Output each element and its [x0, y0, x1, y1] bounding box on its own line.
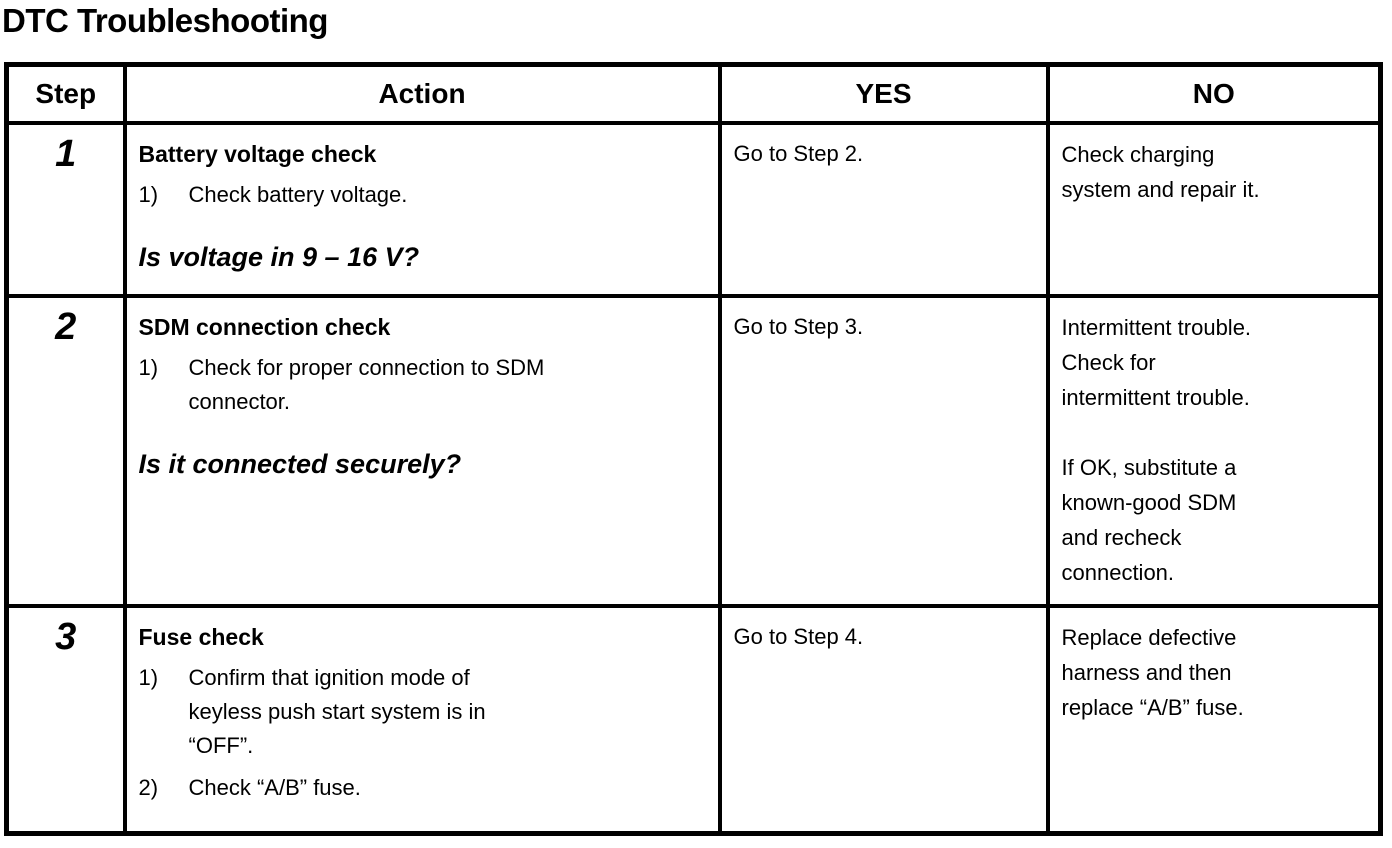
no-text: Intermittent trouble. Check for intermit… — [1061, 314, 1252, 410]
action-item-text: Check battery voltage. — [188, 181, 408, 207]
column-header-action: Action — [122, 62, 722, 125]
action-item: 1) Confirm that ignition mode of keyless… — [139, 661, 706, 763]
action-item-number: 1) — [138, 664, 159, 690]
table-row-step-2: 2 SDM connection check 1) Check for prop… — [4, 293, 1383, 608]
table-row-step-1: 1 Battery voltage check 1) Check battery… — [4, 120, 1383, 298]
action-cell: Battery voltage check 1) Check battery v… — [122, 120, 722, 298]
action-item-number: 2) — [138, 774, 159, 800]
no-text: Replace defective harness and then repla… — [1061, 624, 1244, 720]
action-cell: Fuse check 1) Confirm that ignition mode… — [122, 603, 722, 836]
no-cell: Replace defective harness and then repla… — [1045, 603, 1383, 836]
action-title: Battery voltage check — [138, 140, 377, 167]
dtc-troubleshooting-table: Step Action YES NO 1 Battery voltage che… — [4, 62, 1383, 836]
action-title: SDM connection check — [138, 313, 391, 340]
table-row-step-3: 3 Fuse check 1) Confirm that ignition mo… — [4, 603, 1383, 836]
no-text: Check charging system and repair it. — [1061, 141, 1260, 202]
table-header-row: Step Action YES NO — [4, 62, 1383, 125]
no-cell: Intermittent trouble. Check for intermit… — [1045, 293, 1383, 608]
column-header-yes: YES — [717, 62, 1050, 125]
yes-cell: Go to Step 4. — [717, 603, 1050, 836]
yes-cell: Go to Step 3. — [717, 293, 1050, 608]
column-header-no: NO — [1045, 62, 1383, 125]
no-text: If OK, substitute a known-good SDM and r… — [1061, 454, 1237, 585]
action-cell: SDM connection check 1) Check for proper… — [122, 293, 722, 608]
action-item-text: Check for proper connection to SDM conne… — [188, 354, 545, 414]
yes-cell: Go to Step 2. — [717, 120, 1050, 298]
step-number: 3 — [4, 603, 127, 836]
step-number: 2 — [4, 293, 127, 608]
yes-text: Go to Step 3. — [733, 313, 864, 339]
yes-text: Go to Step 4. — [733, 623, 864, 649]
step-number: 1 — [4, 120, 127, 298]
no-cell: Check charging system and repair it. — [1045, 120, 1383, 298]
action-item: 2) Check “A/B” fuse. — [139, 771, 706, 805]
page-title: DTC Troubleshooting — [2, 2, 328, 39]
yes-text: Go to Step 2. — [733, 140, 864, 166]
action-question: Is it connected securely? — [138, 448, 462, 479]
action-item-text: Confirm that ignition mode of keyless pu… — [188, 664, 486, 758]
action-item-number: 1) — [138, 354, 159, 380]
column-header-step: Step — [4, 62, 127, 125]
action-item-text: Check “A/B” fuse. — [188, 774, 361, 800]
action-item: 1) Check for proper connection to SDM co… — [139, 351, 706, 419]
action-item: 1) Check battery voltage. — [139, 178, 706, 212]
action-question: Is voltage in 9 – 16 V? — [138, 241, 420, 272]
action-title: Fuse check — [138, 623, 264, 650]
action-item-number: 1) — [138, 181, 159, 207]
